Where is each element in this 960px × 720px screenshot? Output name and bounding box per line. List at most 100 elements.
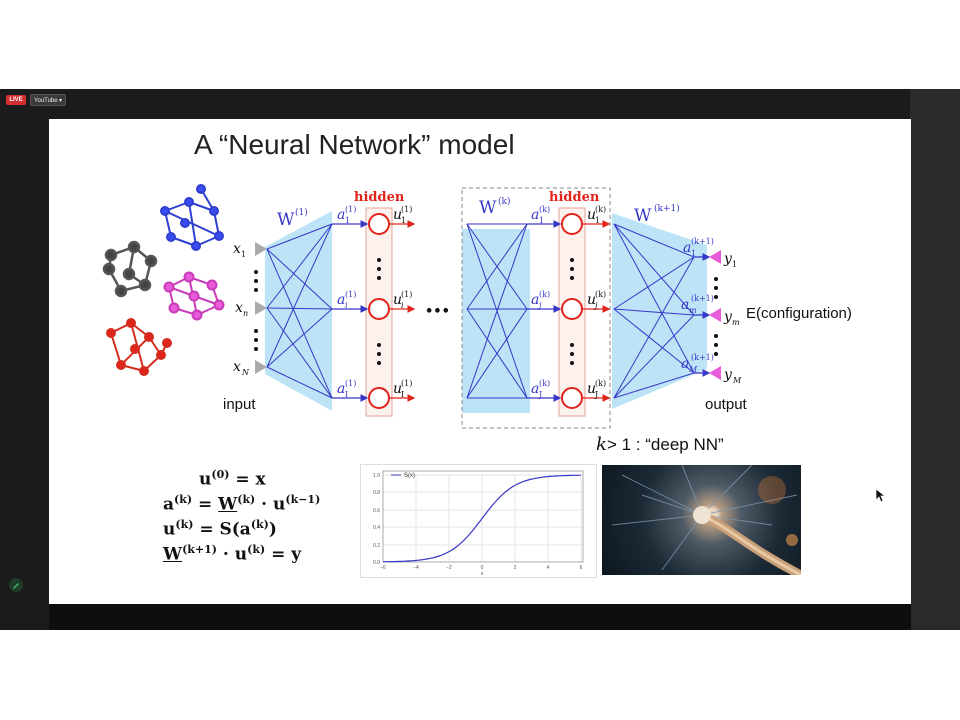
aout-M-sup: (k+1) — [691, 353, 714, 362]
a1-I-sup: (1) — [345, 379, 356, 388]
uk-j: u — [587, 292, 596, 308]
source-select[interactable]: YouTube▾ — [30, 94, 66, 106]
neuron-1-i — [368, 298, 390, 320]
output-node-m — [709, 308, 721, 322]
wk-sup: (k) — [498, 196, 510, 207]
w1-label: W — [277, 210, 295, 230]
video-frame: LIVE YouTube▾ A “Neural Network” model — [0, 89, 960, 630]
ytick-0: 0.0 — [373, 560, 380, 566]
ak-1: a — [531, 207, 539, 223]
output-yM: y — [723, 367, 733, 383]
output-node-M — [709, 366, 721, 380]
molecule-red — [106, 318, 172, 376]
a1-I-sub: I — [345, 390, 348, 399]
u1-i-sub: i — [401, 301, 404, 310]
eq4-wsup: (k+1) — [182, 543, 217, 556]
wk-label: W — [479, 198, 497, 218]
cursor-icon — [876, 489, 886, 503]
aout-1-sup: (k+1) — [691, 237, 714, 246]
eq1-sup: (0) — [211, 468, 230, 481]
a1-i: a — [337, 292, 345, 308]
neuron-k-J — [561, 387, 583, 409]
hidden-label-1: hidden — [354, 190, 405, 205]
xtick-1: −4 — [413, 565, 419, 571]
aout-1: a — [683, 240, 691, 256]
deep-note-text: > 1 : “deep NN” — [607, 435, 724, 454]
a1-i-sub: i — [345, 301, 348, 310]
eq4-mid: · u — [217, 544, 248, 565]
eq3-left: u — [163, 519, 176, 540]
input-xN-sub: N — [241, 368, 250, 377]
xtick-3: 0 — [481, 565, 484, 571]
wkp1-sup: (k+1) — [654, 203, 680, 214]
xtick-6: 6 — [580, 565, 583, 571]
aout-m-sup: (k+1) — [691, 294, 714, 303]
eq2-usup: (k−1) — [285, 493, 321, 506]
source-select-label: YouTube — [34, 98, 58, 104]
hidden-label-k: hidden — [549, 190, 600, 205]
output-y1-sub: 1 — [732, 260, 737, 269]
uk-j-sub: j — [593, 301, 598, 310]
output-node-1 — [709, 250, 721, 264]
u1-I: u — [393, 381, 402, 397]
a1-1-sub: 1 — [345, 216, 350, 225]
uk-J: u — [587, 381, 596, 397]
input-node-N — [255, 360, 267, 374]
output-label: output — [705, 396, 748, 413]
eq3-asup: (k) — [250, 518, 269, 531]
eq4-w: W — [163, 544, 183, 565]
u1-1-sup: (1) — [401, 205, 412, 214]
slide: A “Neural Network” model — [49, 119, 911, 604]
ak-1-sup: (k) — [539, 205, 550, 214]
input-xN: x — [233, 359, 241, 375]
equation-4: W(k+1) · u(k) = y — [163, 543, 301, 565]
eq2-w: W — [218, 494, 238, 515]
xtick-5: 4 — [547, 565, 550, 571]
ak-j-sup: (k) — [539, 290, 550, 299]
eq3-mid: = S(a — [193, 519, 251, 540]
w1-sup: (1) — [295, 207, 308, 218]
input-label: input — [223, 396, 256, 413]
sigmoid-svg: S(x) −6 −4 −2 0 2 4 6 x 0.0 0.2 0.4 0.6 … — [373, 470, 584, 577]
a1-I: a — [337, 381, 345, 397]
neuron-1-1 — [368, 213, 390, 235]
sigmoid-plot: S(x) −6 −4 −2 0 2 4 6 x 0.0 0.2 0.4 0.6 … — [360, 464, 597, 578]
ak-j: a — [531, 292, 539, 308]
right-panel — [910, 89, 960, 630]
u1-1-sub: 1 — [401, 216, 406, 225]
a1-1-sup: (1) — [345, 205, 356, 214]
chevron-down-icon: ▾ — [58, 98, 62, 104]
eq2-wsup: (k) — [237, 493, 256, 506]
energy-label: E(configuration) — [746, 305, 852, 322]
live-badge: LIVE — [6, 95, 26, 105]
network-diagram: hidden hidden W (1) W (k) W (k+1) x 1 x … — [102, 184, 852, 455]
ak-1-sub: 1 — [539, 216, 544, 225]
eq2-left: a — [163, 494, 175, 515]
weights-1-lines — [266, 223, 333, 399]
neuron-photo — [602, 465, 801, 575]
eq2-sup: (k) — [174, 493, 193, 506]
ak-J-sup: (k) — [539, 379, 550, 388]
u1-1: u — [393, 207, 402, 223]
a1-1: a — [337, 207, 345, 223]
uk-1: u — [587, 207, 596, 223]
u1-i: u — [393, 292, 402, 308]
pen-icon[interactable] — [9, 578, 23, 592]
uk-1-sub: 1 — [595, 216, 600, 225]
input-xn: x — [235, 300, 243, 316]
uk-J-sup: (k) — [595, 379, 606, 388]
ytick-4: 0.8 — [373, 490, 380, 496]
u1-I-sub: I — [401, 390, 404, 399]
molecule-magenta — [163, 271, 225, 321]
output-yM-sub: M — [732, 376, 742, 385]
uk-J-sub: J — [594, 390, 598, 399]
eq4-end: = y — [265, 544, 302, 565]
neuron-photo-art — [611, 465, 801, 575]
input-node-n — [255, 301, 267, 315]
deep-note-k: k — [596, 434, 607, 455]
ytick-3: 0.6 — [373, 508, 380, 514]
eq4-usup: (k) — [247, 543, 266, 556]
output-ym: y — [723, 309, 733, 325]
slide-title: A “Neural Network” model — [194, 129, 515, 160]
layer-ellipsis: ••• — [425, 304, 450, 319]
